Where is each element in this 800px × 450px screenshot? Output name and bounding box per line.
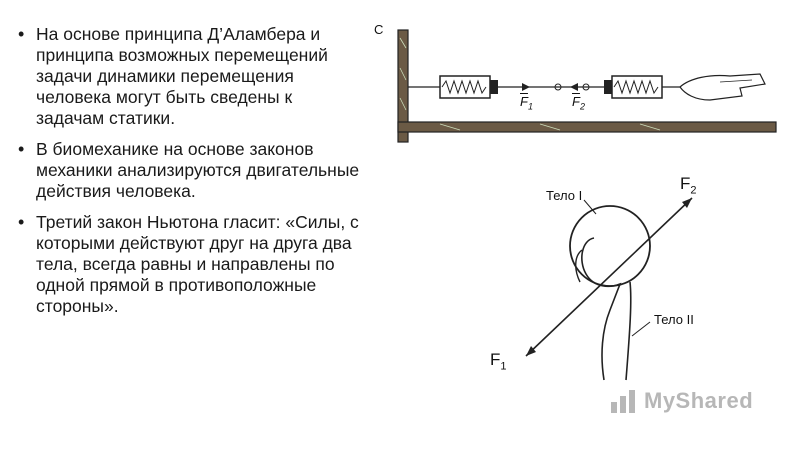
- bodies-figure: Тело I Тело II F2 F1: [470, 170, 730, 400]
- watermark: MyShared: [610, 388, 753, 414]
- watermark-text: MyShared: [644, 388, 754, 413]
- body2-label: Тело II: [654, 312, 694, 327]
- bar-chart-icon: [611, 390, 635, 413]
- force-f1-letter: F: [520, 94, 528, 109]
- bullet-item: В биомеханике на основе законов механики…: [12, 139, 362, 202]
- bullet-text: Третий закон Ньютона гласит: «Силы, с ко…: [36, 212, 359, 316]
- bullet-text: На основе принципа Д’Аламбера и принципа…: [36, 24, 328, 128]
- spring-figure-drawing: [397, 29, 777, 143]
- force-f2-subscript: 2: [579, 101, 585, 112]
- force-top-subscript: 2: [690, 184, 697, 197]
- force-f1-subscript: 1: [527, 101, 533, 112]
- force-bottom-letter: F: [490, 350, 501, 369]
- force-f2-letter: F: [572, 94, 580, 109]
- force-bottom-label: F1: [490, 350, 507, 372]
- spring-figure: С F1 F2: [374, 18, 780, 148]
- body1-label: Тело I: [546, 188, 583, 203]
- bullet-text: В биомеханике на основе законов механики…: [36, 139, 360, 201]
- force-bottom-subscript: 1: [500, 360, 507, 373]
- force-top-letter: F: [680, 174, 691, 193]
- bodies-figure-drawing: [525, 197, 693, 381]
- bullet-item: На основе принципа Д’Аламбера и принципа…: [12, 24, 362, 129]
- bullet-list: На основе принципа Д’Аламбера и принципа…: [12, 24, 362, 327]
- corner-label: С: [374, 22, 384, 37]
- force-top-label: F2: [680, 174, 697, 196]
- force-f2-label: F2: [572, 94, 585, 112]
- force-f1-label: F1: [520, 94, 533, 112]
- bullet-item: Третий закон Ньютона гласит: «Силы, с ко…: [12, 212, 362, 317]
